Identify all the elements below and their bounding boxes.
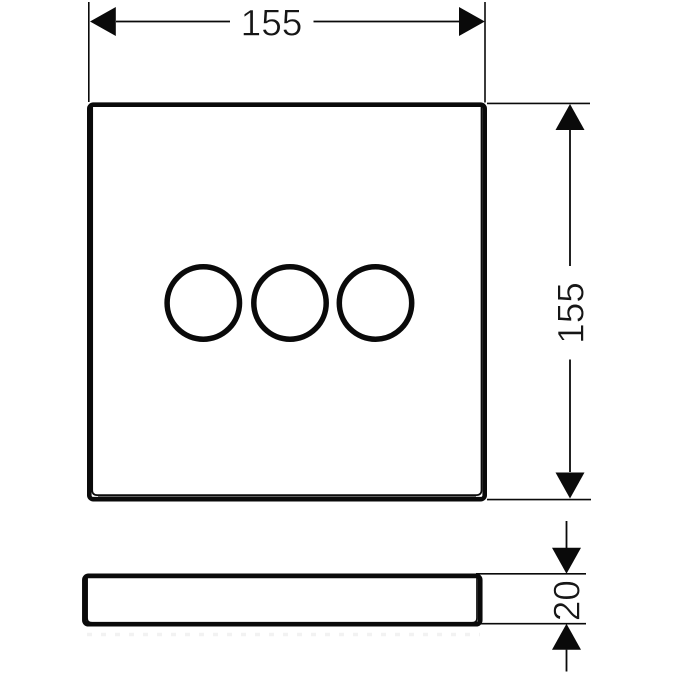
svg-text:155: 155 [551,282,592,344]
svg-text:20: 20 [547,580,588,621]
svg-text:155: 155 [241,3,303,44]
